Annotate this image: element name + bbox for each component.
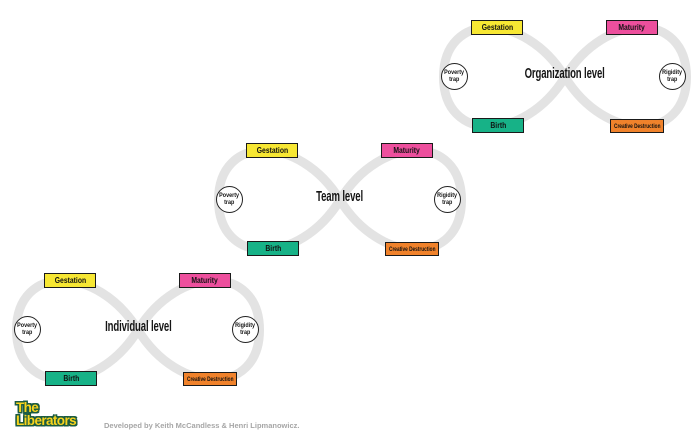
trap-label: Poverty bbox=[17, 321, 38, 329]
trap-label: trap bbox=[22, 328, 33, 336]
credit-text: Developed by Keith McCandless & Henri Li… bbox=[104, 421, 300, 430]
stage-label: Maturity bbox=[191, 276, 219, 285]
infinity-loop-individual: Gestation Maturity Birth Creative Destru… bbox=[11, 273, 265, 386]
stage-label: Birth bbox=[265, 244, 281, 253]
trap-label: Rigidity bbox=[437, 191, 458, 199]
stage-label: Creative Destruction bbox=[186, 375, 234, 383]
stage-box-creative-destruction: Creative Destruction bbox=[610, 119, 664, 133]
level-title-individual: Individual level bbox=[104, 319, 172, 335]
stage-box-birth: Birth bbox=[472, 118, 524, 133]
stage-label: Gestation bbox=[481, 23, 513, 32]
stage-box-maturity: Maturity bbox=[381, 143, 433, 158]
stage-label: Gestation bbox=[54, 276, 86, 285]
stage-box-gestation: Gestation bbox=[246, 143, 298, 158]
trap-label: Poverty bbox=[219, 191, 240, 199]
stage-box-birth: Birth bbox=[45, 371, 97, 386]
stage-box-maturity: Maturity bbox=[179, 273, 231, 288]
trap-label: Rigidity bbox=[235, 321, 256, 329]
logo-line-2: Liberators bbox=[16, 413, 77, 428]
trap-label: trap bbox=[240, 328, 251, 336]
trap-label: Poverty bbox=[444, 68, 465, 76]
stage-box-gestation: Gestation bbox=[471, 20, 523, 35]
trap-label: trap bbox=[667, 75, 678, 83]
stage-label: Maturity bbox=[618, 23, 646, 32]
infinity-loop-organization: Gestation Maturity Birth Creative Destru… bbox=[438, 20, 692, 133]
stage-box-creative-destruction: Creative Destruction bbox=[385, 242, 439, 256]
trap-label: trap bbox=[442, 198, 453, 206]
stage-box-birth: Birth bbox=[247, 241, 299, 256]
stage-label: Creative Destruction bbox=[388, 245, 436, 253]
level-title-organization: Organization level bbox=[524, 66, 606, 82]
stage-box-creative-destruction: Creative Destruction bbox=[183, 372, 237, 386]
stage-label: Birth bbox=[490, 121, 506, 130]
stage-label: Gestation bbox=[256, 146, 288, 155]
trap-label: Rigidity bbox=[662, 68, 683, 76]
liberators-logo: The Liberators bbox=[16, 400, 77, 428]
infinity-loop-team: Gestation Maturity Birth Creative Destru… bbox=[213, 143, 467, 256]
stage-box-gestation: Gestation bbox=[44, 273, 96, 288]
stage-box-maturity: Maturity bbox=[606, 20, 658, 35]
trap-label: trap bbox=[224, 198, 235, 206]
stage-label: Maturity bbox=[393, 146, 421, 155]
level-title-team: Team level bbox=[316, 189, 364, 205]
logo-line-1: The bbox=[16, 400, 39, 415]
trap-label: trap bbox=[449, 75, 460, 83]
stage-label: Birth bbox=[63, 374, 79, 383]
stage-label: Creative Destruction bbox=[613, 122, 661, 130]
